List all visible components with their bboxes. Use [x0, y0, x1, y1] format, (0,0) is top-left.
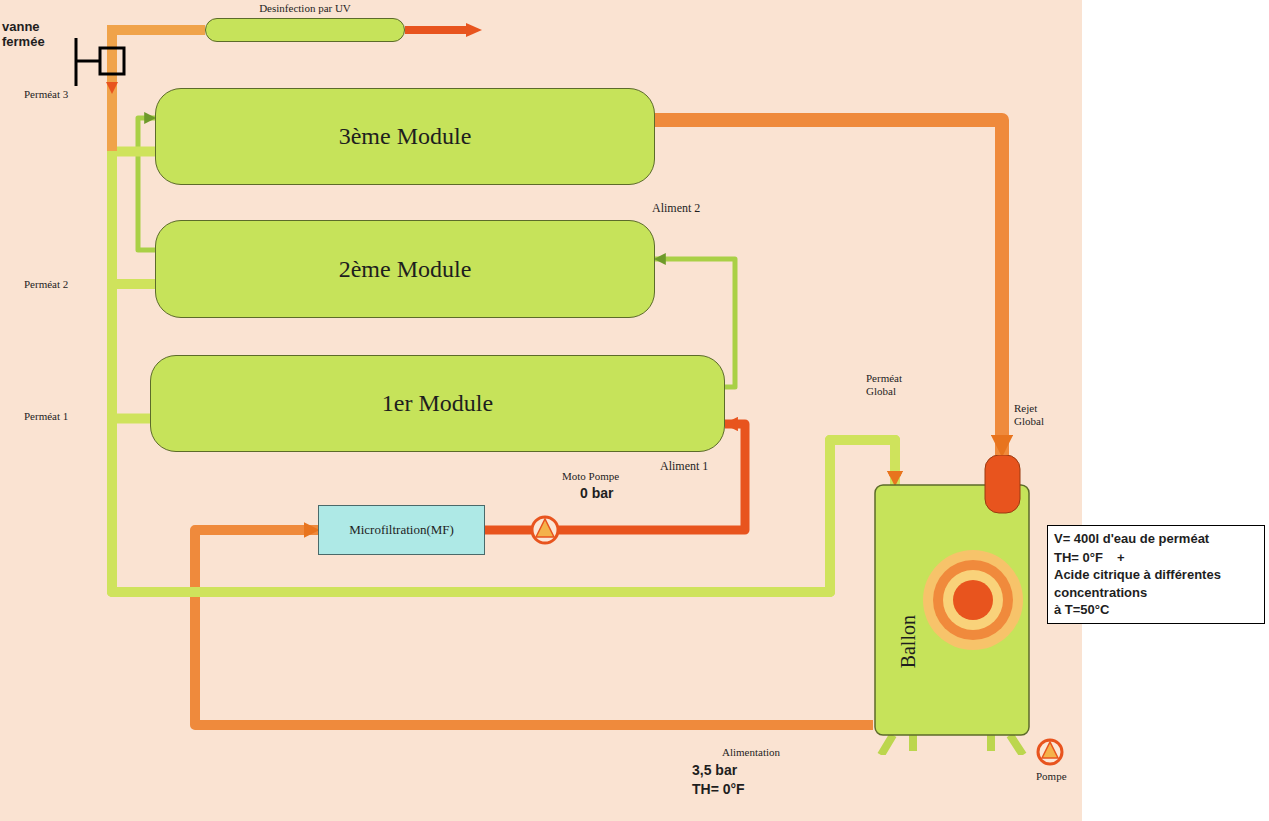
stream-label: Perméat 3: [24, 88, 68, 101]
outlet-arrow: [466, 23, 482, 37]
note-text: +: [1117, 549, 1125, 567]
stream-label: Perméat 2: [24, 278, 68, 291]
valve-symbol: [100, 48, 124, 74]
pump-label: Pompe: [1036, 770, 1067, 783]
pipe-connector: [112, 152, 895, 593]
uv-unit: Desinfection par UV: [205, 18, 405, 42]
note-text: TH= 0°F: [1054, 549, 1103, 567]
background-panel: [0, 0, 1082, 821]
stream-label: Aliment 2: [652, 202, 700, 216]
heating-zone: [923, 550, 1023, 650]
microfiltration-box: Microfiltration(MF): [318, 505, 485, 555]
stream-label: Rejet Global: [1014, 402, 1064, 427]
node-label: 1er Module: [382, 390, 493, 417]
node-label: 3ème Module: [339, 123, 472, 150]
pipe-connector: [195, 530, 873, 725]
membrane-module: 1er Module: [150, 355, 725, 452]
membrane-module: 3ème Module: [155, 88, 655, 185]
valve-handle: [75, 38, 78, 86]
membrane-module: 2ème Module: [155, 220, 655, 318]
heating-zone: [953, 580, 993, 620]
note-text: Acide citrique à différentes concentrati…: [1054, 566, 1258, 601]
tank-body: [875, 485, 1029, 735]
valve-stem: [76, 60, 100, 63]
hardness-label: TH= 0°F: [692, 781, 745, 797]
node-label: Desinfection par UV: [186, 2, 424, 14]
pipe-connector: [138, 118, 155, 250]
uv-outlet-pipe: [405, 26, 468, 34]
pump-symbol: [1042, 742, 1058, 758]
stream-label: Alimentation: [722, 746, 780, 759]
pressure-label: 3,5 bar: [692, 762, 737, 778]
stream-label: Perméat 1: [24, 410, 68, 423]
valve-label: vanne fermée: [2, 20, 64, 50]
pressure-label: 0 bar: [580, 485, 613, 501]
pump-label: Moto Pompe: [562, 470, 619, 483]
tank-leg: [881, 735, 1023, 755]
node-label: Microfiltration(MF): [349, 522, 454, 538]
node-label: 2ème Module: [339, 256, 472, 283]
pipe-connector: [112, 284, 895, 592]
tank-shape: [873, 455, 1033, 755]
pump-symbol: [1038, 740, 1062, 764]
heating-zone: [943, 570, 1003, 630]
note-text: V= 400l d'eau de perméat: [1054, 530, 1258, 548]
heating-zone: [933, 560, 1013, 640]
flow-arrow: [106, 82, 118, 94]
pump-symbol: [536, 519, 554, 537]
stream-label: Perméat Global: [866, 372, 928, 397]
info-box: V= 400l d'eau de perméatTH= 0°F +Acide ci…: [1047, 525, 1265, 624]
pump-symbol: [532, 517, 558, 543]
reject-vessel: [985, 455, 1020, 513]
node-label: Ballon: [897, 615, 920, 668]
stream-label: Aliment 1: [660, 460, 708, 474]
tank: Ballon: [873, 455, 1033, 755]
note-text: à T=50°C: [1054, 601, 1258, 619]
